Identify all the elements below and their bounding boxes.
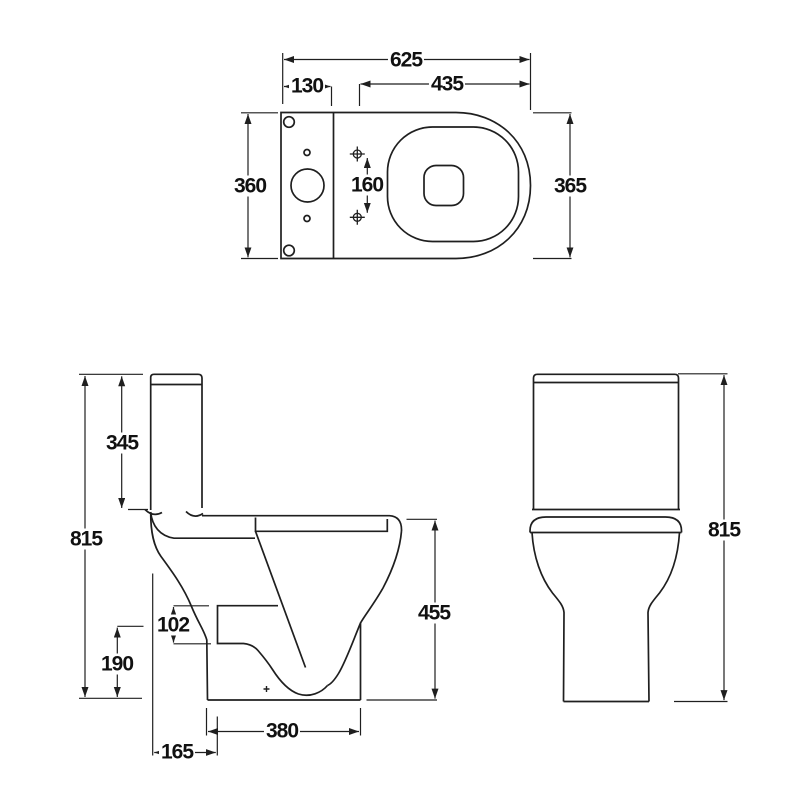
front-cistern-outline <box>532 373 680 510</box>
dim-label-plan-bowl-end-width: 365 <box>551 174 589 198</box>
side-outlet-cross-mark <box>263 686 270 692</box>
dim-label-plan-overall-length: 625 <box>387 48 425 72</box>
plan-small-hole-bottom <box>303 214 311 223</box>
front-seat-outline <box>529 516 683 533</box>
side-dimension-lines <box>79 373 439 756</box>
side-front-profile <box>359 530 403 700</box>
dim-label-side-trap-height: 102 <box>154 613 192 637</box>
plan-water-outlet-shape <box>423 164 465 207</box>
side-linework <box>144 373 403 701</box>
dim-label-side-base-depth: 380 <box>263 719 301 743</box>
front-dimension-lines <box>674 373 728 703</box>
dim-label-side-cistern-height: 345 <box>103 431 141 455</box>
side-seat-top-line <box>202 514 403 532</box>
side-sump-right-line <box>327 622 362 687</box>
plan-bowl-inner-rim <box>386 126 520 243</box>
side-cistern-outline <box>149 373 203 510</box>
side-cistern-break-mark-left <box>144 508 163 516</box>
dim-label-plan-overall-width: 360 <box>231 174 269 198</box>
plan-outer-outline <box>280 111 532 260</box>
plan-linework <box>280 111 532 260</box>
fixing-hole-cross-bottom <box>349 209 365 225</box>
dim-label-side-overall-height: 815 <box>67 527 105 551</box>
plan-corner-hole-bottom <box>282 244 296 257</box>
side-seat-inner-line <box>254 517 389 533</box>
front-linework <box>529 373 683 703</box>
side-view <box>79 373 439 756</box>
plan-small-hole-top <box>303 148 311 157</box>
dim-label-front-overall-height: 815 <box>705 518 743 542</box>
dim-label-side-outlet-height: 190 <box>98 652 136 676</box>
front-view <box>529 373 728 703</box>
dim-label-plan-cistern-depth: 130 <box>288 74 326 98</box>
front-bowl-right-profile <box>647 532 681 702</box>
fixing-hole-cross-top <box>349 146 365 162</box>
dim-label-plan-bowl-length: 435 <box>428 72 466 96</box>
plan-corner-hole-top <box>282 115 296 129</box>
side-funnel-left-line <box>254 531 307 668</box>
side-trap-outline <box>216 604 329 697</box>
plan-fixing-hole-markers <box>349 146 365 225</box>
front-bowl-left-profile <box>531 532 565 702</box>
dim-label-side-rim-height: 455 <box>415 601 453 625</box>
plan-flush-inlet-hole <box>290 168 325 203</box>
dim-label-side-outlet-setout: 165 <box>158 740 196 764</box>
side-back-profile <box>149 512 209 701</box>
side-cistern-break-mark-right <box>185 510 204 517</box>
dim-label-plan-fixing-centres: 160 <box>348 173 386 197</box>
